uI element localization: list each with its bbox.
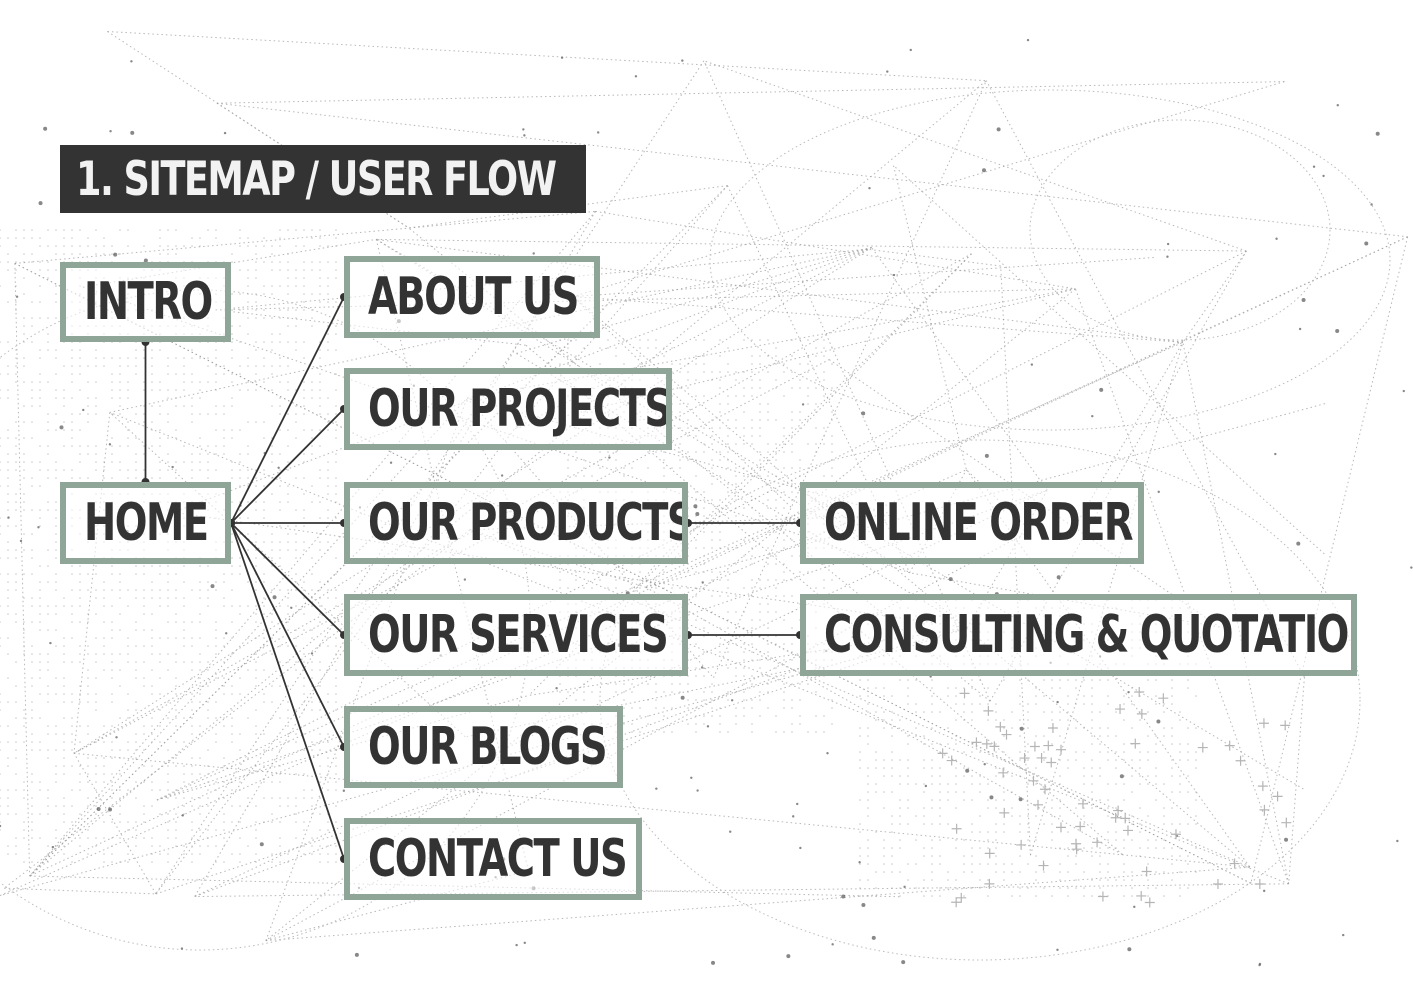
page-title: 1. SITEMAP / USER FLOW xyxy=(60,145,586,213)
node-consulting-quotation-label: CONSULTING & QUOTATION xyxy=(824,605,1357,665)
node-our-services[interactable]: OUR SERVICES xyxy=(344,594,688,676)
node-intro[interactable]: INTRO xyxy=(60,262,231,342)
node-home[interactable]: HOME xyxy=(60,482,231,564)
node-about-us-label: ABOUT US xyxy=(368,267,579,327)
node-our-services-label: OUR SERVICES xyxy=(368,605,669,665)
page-title-text: 1. SITEMAP / USER FLOW xyxy=(76,151,557,207)
node-our-projects-label: OUR PROJECTS xyxy=(368,379,671,439)
node-our-projects[interactable]: OUR PROJECTS xyxy=(344,368,672,450)
node-online-order-label: ONLINE ORDER xyxy=(824,493,1134,553)
node-online-order[interactable]: ONLINE ORDER xyxy=(800,482,1144,564)
node-home-label: HOME xyxy=(84,493,209,553)
node-about-us[interactable]: ABOUT US xyxy=(344,256,600,338)
node-our-products-label: OUR PRODUCTS xyxy=(368,493,688,553)
node-consulting-quotation[interactable]: CONSULTING & QUOTATION xyxy=(800,594,1357,676)
node-contact-us[interactable]: CONTACT US xyxy=(344,818,642,900)
node-contact-us-label: CONTACT US xyxy=(368,829,628,889)
node-our-products[interactable]: OUR PRODUCTS xyxy=(344,482,688,564)
node-our-blogs-label: OUR BLOGS xyxy=(368,717,608,777)
node-intro-label: INTRO xyxy=(84,272,213,332)
node-our-blogs[interactable]: OUR BLOGS xyxy=(344,706,623,788)
